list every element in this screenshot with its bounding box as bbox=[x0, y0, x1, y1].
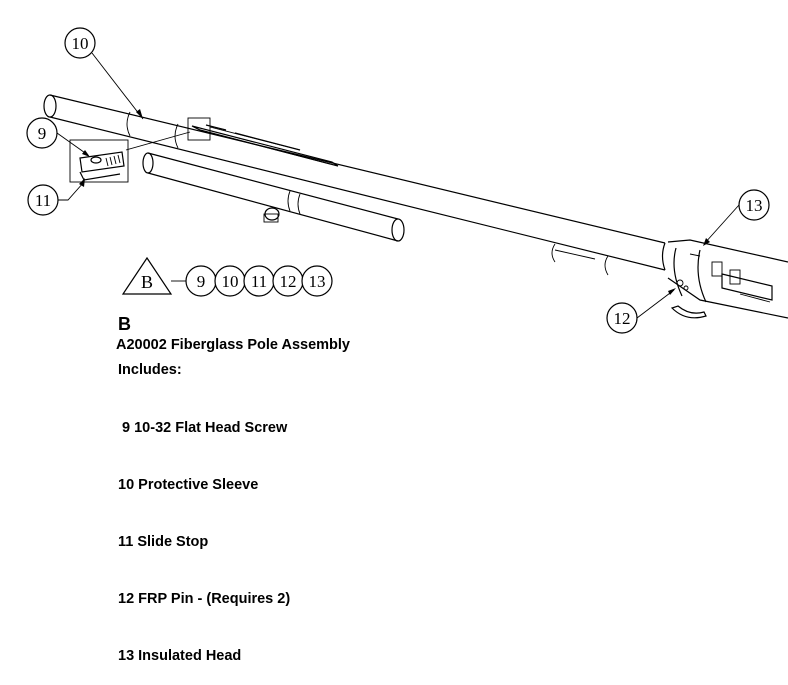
svg-text:12: 12 bbox=[280, 272, 297, 291]
svg-text:13: 13 bbox=[309, 272, 326, 291]
callout-10: 10 bbox=[65, 28, 95, 58]
callout-11: 11 bbox=[28, 185, 58, 215]
slide-stop-part bbox=[70, 132, 190, 182]
callout-12: 12 bbox=[607, 303, 637, 333]
kit-title: A20002 Fiberglass Pole Assembly bbox=[116, 337, 350, 353]
svg-text:9: 9 bbox=[38, 124, 47, 143]
pole-knob bbox=[264, 208, 279, 222]
callout-13: 13 bbox=[739, 190, 769, 220]
protective-sleeve bbox=[143, 153, 404, 241]
list-item: 11 Slide Stop bbox=[118, 533, 290, 552]
kit-item-bubble: 11 bbox=[244, 266, 274, 296]
callout-9: 9 bbox=[27, 118, 57, 148]
svg-text:11: 11 bbox=[35, 191, 51, 210]
svg-text:B: B bbox=[141, 272, 153, 292]
svg-text:13: 13 bbox=[746, 196, 763, 215]
leader-lines bbox=[57, 53, 739, 318]
kit-symbol: B 9 10 11 12 13 bbox=[123, 258, 332, 296]
svg-text:11: 11 bbox=[251, 272, 267, 291]
list-item: 13 Insulated Head bbox=[118, 647, 290, 666]
main-fiberglass-pole bbox=[44, 95, 665, 275]
list-item: 10 Protective Sleeve bbox=[118, 476, 290, 495]
kit-item-bubble: 9 bbox=[186, 266, 216, 296]
kit-parts-list: 9 10-32 Flat Head Screw 10 Protective Sl… bbox=[118, 381, 290, 685]
kit-letter: B bbox=[118, 314, 131, 335]
svg-text:10: 10 bbox=[222, 272, 239, 291]
list-item: 9 10-32 Flat Head Screw bbox=[118, 419, 290, 438]
kit-item-bubble: 13 bbox=[302, 266, 332, 296]
svg-text:9: 9 bbox=[197, 272, 206, 291]
list-item: 12 FRP Pin - (Requires 2) bbox=[118, 590, 290, 609]
insulated-head bbox=[663, 240, 788, 318]
kit-item-bubble: 12 bbox=[273, 266, 303, 296]
svg-text:12: 12 bbox=[614, 309, 631, 328]
kit-item-bubble: 10 bbox=[215, 266, 245, 296]
svg-text:10: 10 bbox=[72, 34, 89, 53]
kit-includes-label: Includes: bbox=[118, 362, 182, 378]
